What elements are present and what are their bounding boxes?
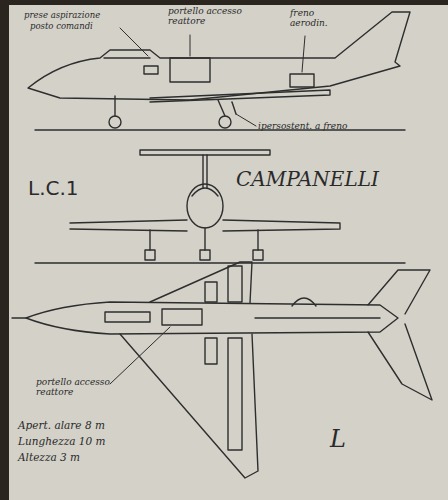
model-name: L.C.1 [28,177,79,199]
callout-note: prese aspirazione [24,11,100,20]
callout-note: portello accesso reattore [36,378,131,398]
callout-note: ipersostent. a freno [258,122,347,132]
callout-note: posto comandi [30,22,93,31]
frame-edge [0,0,9,500]
dimension: Apert. alare 8 m [18,420,105,432]
dimension: Altezza 3 m [18,452,80,464]
top-view [12,262,432,478]
designer-name: CAMPANELLI [236,168,379,190]
dimension: Lunghezza 10 m [18,436,106,448]
side-view [28,12,410,130]
leader-lines [110,28,305,384]
front-view [35,150,405,263]
frame-edge [0,0,448,5]
callout-note: freno aerodin. [290,9,345,29]
signature: L [330,426,346,452]
callout-note: portello accesso reattore [168,7,263,27]
